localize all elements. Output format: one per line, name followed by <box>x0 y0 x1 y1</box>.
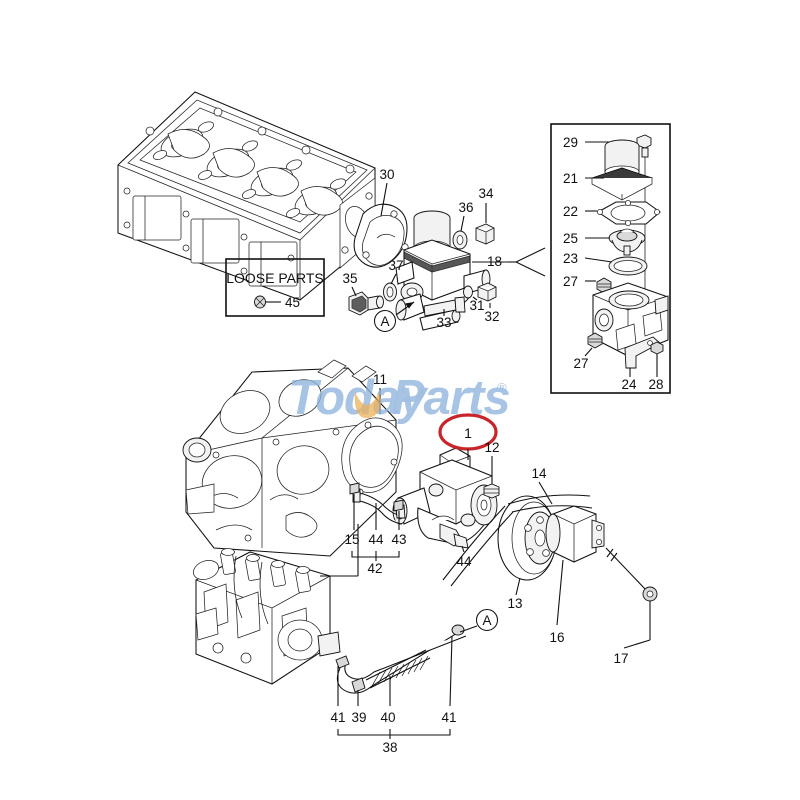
part-12-bolt <box>483 483 500 499</box>
inset-part-28-bolt <box>650 341 664 355</box>
callout-44-right: 43 <box>391 532 406 547</box>
callout-39: 39 <box>351 710 366 725</box>
engine-gear-case <box>182 359 403 557</box>
highlight-part-1: 1 <box>438 413 498 460</box>
callout-34: 34 <box>478 186 494 201</box>
watermark-text-parts: Parts <box>392 371 510 425</box>
thermostat-housing-assembly <box>395 210 491 331</box>
inset-panel-thermostat: 29 21 22 <box>550 123 671 394</box>
inset-callout-24: 24 <box>621 377 637 392</box>
inset-part-25-thermostat <box>608 228 646 256</box>
callout-1: 1 <box>464 425 472 441</box>
callout-37: 37 <box>388 258 403 273</box>
injection-pump-assembly <box>193 548 341 685</box>
callout-33: 33 <box>436 315 451 330</box>
part-33-bolt <box>423 296 466 317</box>
loose-parts-box: LOOSE PARTS 45 <box>225 258 325 317</box>
loose-part-45-icon <box>254 295 281 309</box>
inset-part-23-oring <box>608 256 648 276</box>
gasket-30 <box>353 203 409 268</box>
cylinder-head-assembly <box>117 91 376 301</box>
callout-32: 32 <box>484 309 499 324</box>
inset-part-21-cover <box>590 139 654 201</box>
callout-31: 31 <box>469 298 484 313</box>
inset-callout-21: 21 <box>563 171 578 186</box>
callout-38: 38 <box>382 740 397 755</box>
callout-15: 14 <box>531 466 547 481</box>
inset-part-27-bolt-lower <box>587 332 603 349</box>
watermark-registered: ® <box>497 380 507 395</box>
callout-30: 30 <box>379 167 394 182</box>
reference-marker-a-upper: A <box>373 301 415 333</box>
loose-parts-title: LOOSE PARTS <box>226 270 324 286</box>
callout-41-left: 41 <box>330 710 345 725</box>
part-31-washer <box>463 285 473 299</box>
part-34-bolt <box>475 223 495 245</box>
callout-17: 17 <box>613 651 628 666</box>
part-17-long-bolt <box>605 547 658 602</box>
watermark-swoosh <box>354 392 381 419</box>
part-13-bolt <box>439 523 469 549</box>
inset-callout-29: 29 <box>563 135 578 150</box>
part-37-oring <box>383 282 397 302</box>
inset-callout-22: 22 <box>563 204 578 219</box>
inset-callout-23: 23 <box>563 251 578 266</box>
callout-41-right: 41 <box>441 710 456 725</box>
inset-part-22-gasket <box>596 200 661 226</box>
callout-11: 11 <box>373 372 387 387</box>
part-35-sensor <box>348 291 384 316</box>
callout-36: 36 <box>458 200 473 215</box>
callout-43: 44 <box>368 532 384 547</box>
callout-45: 45 <box>285 295 300 310</box>
watermark-accent <box>288 371 301 425</box>
callout-35: 35 <box>342 271 357 286</box>
inset-callout-27-upper: 27 <box>563 274 578 289</box>
watermark-todayparts: Today Parts ® <box>288 371 511 425</box>
leader-18 <box>472 247 546 277</box>
fan-hub-16 <box>545 505 605 563</box>
reference-letter: A <box>380 314 389 329</box>
callout-42: 42 <box>367 561 382 576</box>
callout-40: 40 <box>380 710 395 725</box>
hose-assembly-38 <box>335 624 467 694</box>
callout-18: 18 <box>487 254 502 269</box>
inset-callout-28: 28 <box>648 377 663 392</box>
inset-callout-27-lower: 27 <box>573 356 588 371</box>
callout-14: 13 <box>507 596 522 611</box>
reference-marker-a-lower: A <box>459 608 499 633</box>
inset-callout-25: 25 <box>563 231 578 246</box>
callout-16: 16 <box>549 630 564 645</box>
part-32-bolt <box>477 282 497 302</box>
reference-letter-lower: A <box>482 613 491 628</box>
hose-assembly-42 <box>349 482 406 525</box>
drive-belt-15 <box>442 494 593 587</box>
part-36-washer <box>452 230 468 250</box>
watermark-text-today: Today <box>288 371 429 425</box>
callout-44-left: 15 <box>344 532 359 547</box>
callout-12: 12 <box>484 440 499 455</box>
